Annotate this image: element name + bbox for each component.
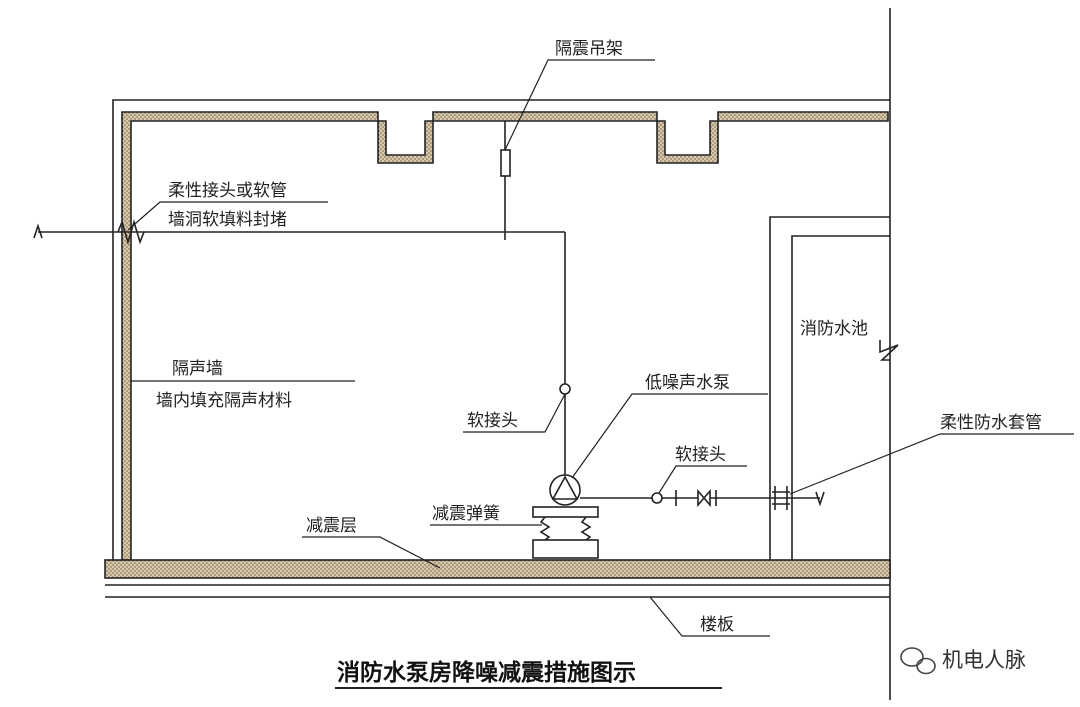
watermark-text: 机电人脉 xyxy=(942,648,1026,672)
label-pump: 低噪声水泵 xyxy=(645,373,730,393)
label-flex-joint-2: 墙洞软填料封堵 xyxy=(168,210,287,230)
label-soft-joint-left: 软接头 xyxy=(467,411,518,431)
pump-base-bottom xyxy=(532,539,599,559)
leader-floor-slab xyxy=(649,596,770,637)
label-wall-1: 隔声墙 xyxy=(172,359,223,379)
break-mark xyxy=(879,340,899,361)
wechat-icon xyxy=(900,647,936,675)
pump-base-top xyxy=(532,506,599,518)
label-floor-slab: 楼板 xyxy=(700,615,734,635)
pump-symbol xyxy=(549,474,581,506)
pipe-break-right xyxy=(815,491,825,507)
room-outline xyxy=(112,99,890,562)
label-waterproof-sleeve: 柔性防水套管 xyxy=(940,413,1042,433)
label-hanger: 隔震吊架 xyxy=(555,39,623,59)
water-tank-outer-wall xyxy=(769,216,890,560)
soft-joint-right-symbol xyxy=(651,492,663,504)
leader-soft-joint-left xyxy=(463,393,566,433)
label-water-tank: 消防水池 xyxy=(800,319,868,339)
pump-triangle xyxy=(551,475,579,500)
label-flex-joint-1: 柔性接头或软管 xyxy=(168,181,287,201)
leader-flex-joint xyxy=(127,201,328,231)
leader-hanger xyxy=(504,59,655,151)
spring-right xyxy=(580,516,592,541)
soft-joint-left-symbol xyxy=(559,383,571,395)
label-soft-joint-right: 软接头 xyxy=(675,445,726,465)
label-damping-layer: 减震层 xyxy=(306,516,357,536)
flex-joint-symbol xyxy=(117,219,145,245)
water-tank-inner-wall xyxy=(791,235,890,560)
leader-soft-joint-right xyxy=(658,465,747,494)
leader-pump xyxy=(571,393,768,479)
leader-sleeve xyxy=(789,433,1074,495)
sound-insulation-wall xyxy=(121,111,889,561)
damping-layer xyxy=(104,559,891,579)
leader-damping-layer xyxy=(302,536,441,569)
label-wall-2: 墙内填充隔声材料 xyxy=(156,391,292,411)
valve-symbol xyxy=(697,488,711,508)
diagram-title: 消防水泵房降噪减震措施图示 xyxy=(337,659,636,686)
label-spring: 减震弹簧 xyxy=(432,504,500,524)
spring-left xyxy=(539,516,551,541)
hanger-isolator xyxy=(500,149,511,177)
pipe-break-left xyxy=(33,223,43,239)
